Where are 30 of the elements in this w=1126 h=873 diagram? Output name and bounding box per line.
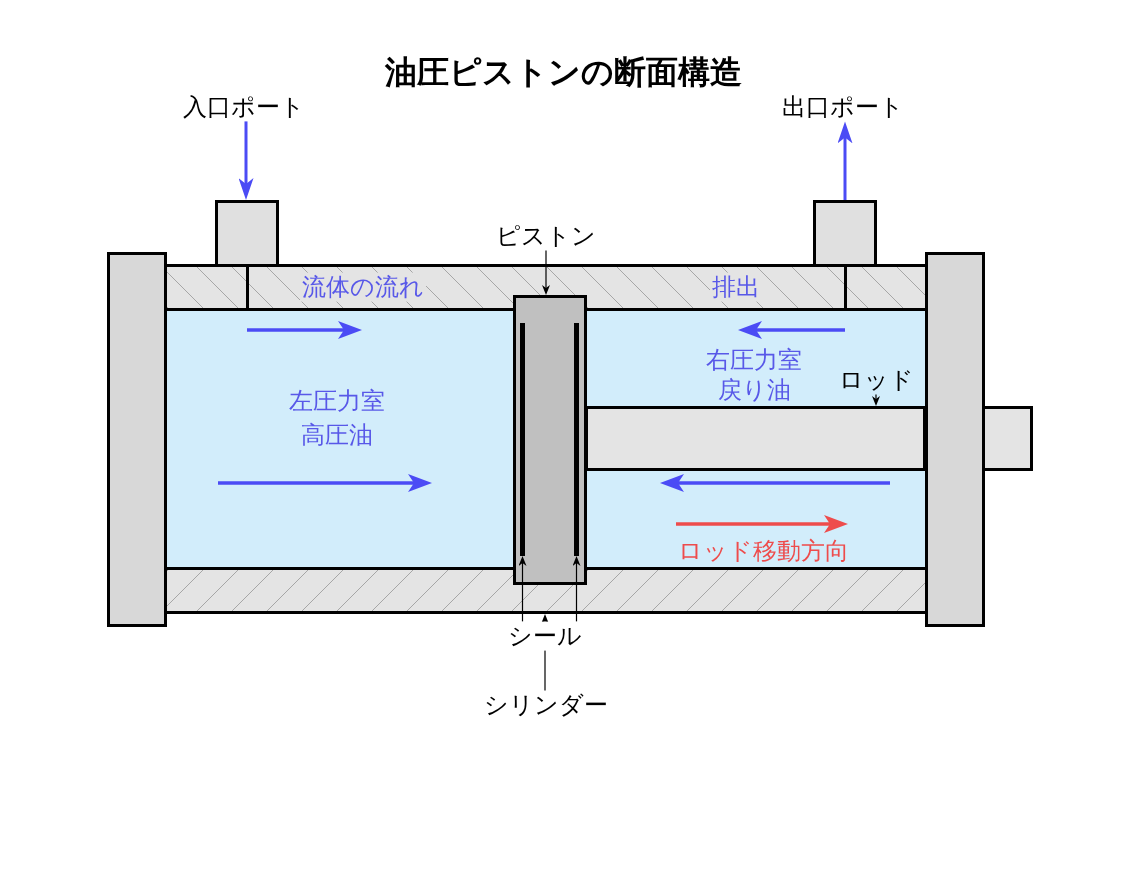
seal xyxy=(574,323,579,556)
leader-line xyxy=(542,249,550,295)
part-label: ピストン xyxy=(496,221,596,251)
direction-label: ロッド移動方向 xyxy=(677,536,849,566)
pressure-chamber xyxy=(165,309,515,569)
piston-rod xyxy=(585,406,926,471)
part-label: ロッド xyxy=(838,365,914,395)
flow-arrow xyxy=(238,121,254,200)
end-cap xyxy=(107,252,167,627)
chamber-label: 右圧力室 xyxy=(706,345,802,375)
leader-line xyxy=(541,614,549,692)
chamber-label: 高圧油 xyxy=(301,420,373,450)
port-label: 出口ポート xyxy=(782,92,904,122)
end-cap xyxy=(925,252,985,627)
port-block xyxy=(215,200,279,267)
seal xyxy=(520,323,525,556)
pressure-chamber xyxy=(585,309,926,569)
chamber-label: 戻り油 xyxy=(717,375,791,405)
part-label: シール xyxy=(508,621,582,651)
leader-line xyxy=(572,556,581,623)
leader-line xyxy=(518,556,527,623)
port-block xyxy=(813,200,877,267)
piston xyxy=(513,295,587,585)
port-label: 入口ポート xyxy=(183,92,305,122)
flow-label: 流体の流れ xyxy=(300,272,426,302)
leader-line xyxy=(872,393,880,406)
flow-arrow xyxy=(837,121,853,200)
title: 油圧ピストンの断面構造 xyxy=(384,52,742,92)
part-label: シリンダー xyxy=(484,690,608,720)
chamber-label: 左圧力室 xyxy=(289,386,385,416)
